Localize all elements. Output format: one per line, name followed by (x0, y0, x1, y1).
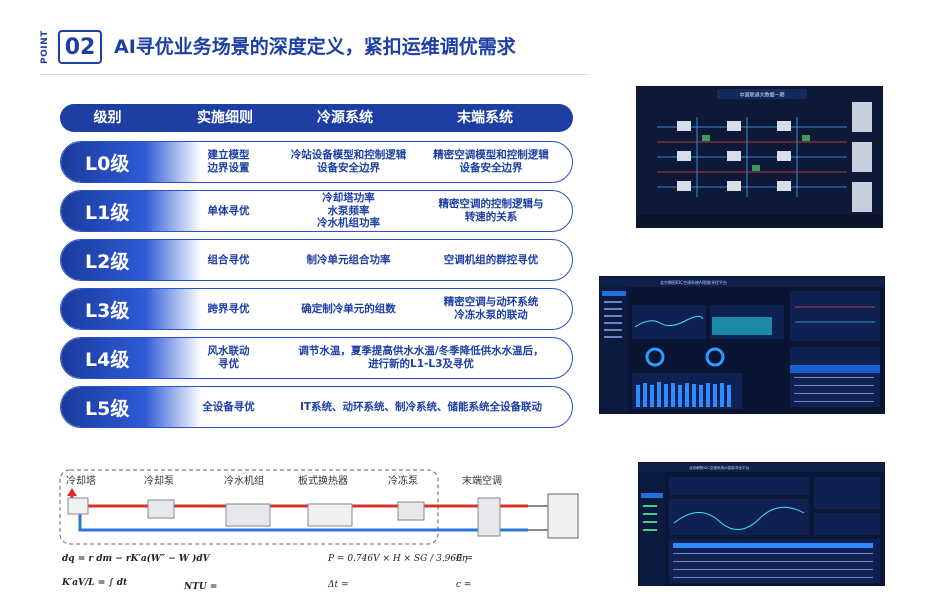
terminal-cell: 精密空调模型和控制逻辑 设备安全边界 (433, 149, 549, 174)
dashboard-graphic: 北京朝阳IDC空调系统AI智能寻优平台 (600, 277, 884, 413)
level-pill (61, 289, 201, 329)
formula-pump-power: P = 0.746V × H × SG / 3.960η (328, 554, 468, 564)
point-label: POINT (40, 30, 50, 64)
cooling-loop-diagram: 冷却塔 冷却泵 冷水机组 板式换热器 冷冻泵 末端空调 (58, 464, 604, 546)
terminal-cell: 精密空调的控制逻辑与 转速的关系 (438, 198, 544, 223)
level-pill (61, 240, 201, 280)
chiller-plant-screenshot: 中国联通大数据一期 (636, 86, 883, 228)
formula-c: c = (456, 580, 472, 590)
label-plate-heat-exchanger: 板式换热器 (298, 476, 348, 487)
formula-ntu: NTU = (184, 582, 218, 592)
column-header-level: 级别 (93, 110, 122, 126)
level-pill (61, 142, 201, 182)
formula-efficiency: E = (456, 554, 473, 564)
point-number: 02 (58, 30, 102, 64)
screen-title: 中国联通大数据一期 (739, 92, 784, 99)
cold-cell: 确定制冷单元的组数 (301, 302, 396, 315)
screen-title: 北京朝阳IDC空调系统AI智能寻优平台 (689, 465, 750, 470)
detail-cell: 风水联动 寻优 (207, 345, 250, 370)
level-pill (61, 387, 201, 427)
column-header-cold: 冷源系统 (317, 110, 373, 126)
cold-cell: 制冷单元组合功率 (306, 253, 391, 266)
formula-kav: K′aV/L = ∫ dt (62, 578, 128, 588)
detail-cell: 建立模型 边界设置 (207, 149, 250, 174)
level-label: L0级 (85, 152, 130, 175)
plant-schematic: 中国联通大数据一期 (637, 87, 882, 227)
merged-cell: IT系统、动环系统、制冷系统、储能系统全设备联动 (299, 400, 543, 413)
level-label: L3级 (85, 299, 130, 322)
detail-cell: 单体寻优 (207, 204, 250, 217)
cold-cell: 冷站设备模型和控制逻辑 设备安全边界 (290, 149, 407, 174)
table-row: L3级 跨界寻优 确定制冷单元的组数 精密空调与动环系统 冷冻水泵的联动 (60, 288, 573, 330)
screen-title: 北京朝阳IDC空调系统AI智能寻优平台 (660, 279, 727, 285)
cold-cell: 冷却塔功率 水泵频率 冷水机组功率 (317, 192, 380, 230)
detail-cell: 全设备寻优 (202, 400, 255, 413)
formula-heat-mass: dq = r dm − rK′a(W″ − W )dV (62, 554, 210, 564)
label-cooling-tower: 冷却塔 (66, 476, 96, 487)
page-title: AI寻优业务场景的深度定义，紧扣运维调优需求 (114, 36, 516, 58)
ai-optimization-dashboard-screenshot: 北京朝阳IDC空调系统AI智能寻优平台 (599, 276, 885, 414)
level-label: L1级 (85, 201, 130, 224)
loop-svg (59, 469, 579, 545)
label-terminal-ac: 末端空调 (462, 476, 502, 487)
table-row: L2级 组合寻优 制冷单元组合功率 空调机组的群控寻优 (60, 239, 573, 281)
label-chilled-water-pump: 冷冻泵 (388, 476, 418, 487)
level-pill (61, 191, 201, 231)
terminal-cell: 精密空调与动环系统 冷冻水泵的联动 (443, 296, 539, 321)
label-cooling-pump: 冷却泵 (144, 476, 174, 487)
formula-delta-t: Δt = (328, 580, 349, 590)
level-pill (61, 338, 201, 378)
label-chiller: 冷水机组 (224, 476, 264, 487)
table-row: L0级 建立模型 边界设置 冷站设备模型和控制逻辑 设备安全边界 精密空调模型和… (60, 141, 573, 183)
column-header-detail: 实施细则 (197, 110, 253, 126)
trend-graphic: 北京朝阳IDC空调系统AI智能寻优平台 (639, 463, 884, 585)
table-row: L4级 风水联动 寻优 调节水温，夏季提高供水水温/冬季降低供水水温后， 进行新… (60, 337, 573, 379)
column-header-terminal: 末端系统 (457, 110, 513, 126)
formula-block: dq = r dm − rK′a(W″ − W )dV K′aV/L = ∫ d… (58, 548, 618, 604)
level-label: L4级 (85, 348, 130, 371)
table-row: L5级 全设备寻优 IT系统、动环系统、制冷系统、储能系统全设备联动 (60, 386, 573, 428)
level-label: L5级 (85, 397, 130, 420)
detail-cell: 组合寻优 (207, 253, 250, 266)
terminal-cell: 空调机组的群控寻优 (443, 253, 539, 266)
merged-cell: 调节水温，夏季提高供水水温/冬季降低供水水温后， 进行新的L1-L3及寻优 (298, 345, 544, 370)
optimization-trend-screenshot: 北京朝阳IDC空调系统AI智能寻优平台 (638, 462, 885, 586)
table-header: 级别 实施细则 冷源系统 末端系统 (60, 104, 573, 132)
title-divider (40, 74, 590, 75)
table-row: L1级 单体寻优 冷却塔功率 水泵频率 冷水机组功率 精密空调的控制逻辑与 转速… (60, 190, 573, 232)
level-label: L2级 (85, 250, 130, 273)
detail-cell: 跨界寻优 (207, 302, 250, 315)
